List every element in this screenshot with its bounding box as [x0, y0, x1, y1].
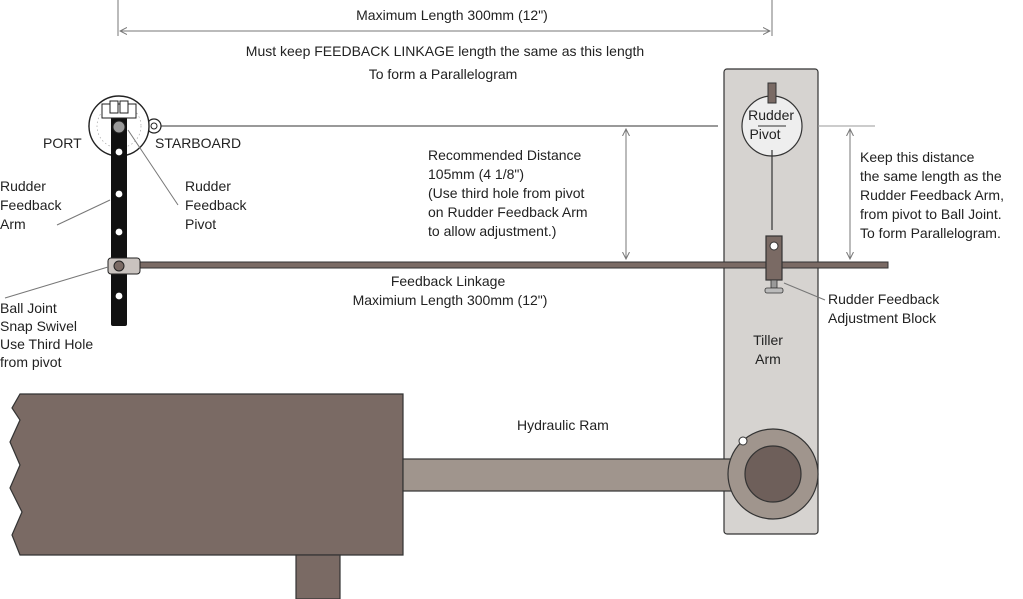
ball-joint	[107, 257, 141, 275]
leader-feedback-arm	[56, 199, 111, 226]
adjustment-block	[764, 235, 784, 294]
port-label: PORT	[43, 135, 82, 151]
ram-eye-hole	[738, 436, 748, 446]
ram-foot	[295, 554, 341, 599]
top-dimension: Maximum Length 300mm (12") Must keep FEE…	[117, 0, 773, 82]
ram-cylinder	[9, 393, 404, 556]
arm-hole	[115, 148, 123, 156]
adjustment-block-label: Rudder Feedback Adjustment Block	[828, 291, 943, 326]
ram-eye-inner	[744, 445, 802, 503]
tiller-arm-label: Tiller Arm	[753, 332, 787, 367]
keep-distance-label: Keep this distance the same length as th…	[860, 149, 1008, 241]
parallelogram-label: To form a Parallelogram	[369, 66, 518, 82]
arm-hole	[115, 228, 123, 236]
keep-same-label: Must keep FEEDBACK LINKAGE length the sa…	[246, 43, 644, 59]
leader-feedback-pivot	[127, 129, 179, 206]
ram-rod	[402, 458, 734, 492]
recommended-distance-label: Recommended Distance 105mm (4 1/8") (Use…	[428, 147, 591, 239]
feedback-linkage-label: Feedback Linkage Maximium Length 300mm (…	[353, 273, 548, 308]
arm-clamp	[101, 103, 137, 119]
rudder-pivot-key	[767, 82, 777, 104]
hydraulic-ram	[9, 393, 819, 599]
arm-clamp-tab	[109, 100, 119, 114]
rudder-feedback-pivot-label: Rudder Feedback Pivot	[185, 178, 250, 232]
arm-clamp-tab	[119, 100, 129, 114]
arm-hole	[115, 190, 123, 198]
leader-adjustment-block	[783, 282, 826, 301]
tiller-arm	[723, 68, 819, 535]
leader-ball-joint	[4, 266, 109, 299]
rudder-pivot-label: Rudder Pivot	[748, 107, 798, 142]
arm-hole	[115, 292, 123, 300]
starboard-label: STARBOARD	[155, 135, 241, 151]
ball-joint-label: Ball Joint Snap Swivel Use Third Hole fr…	[0, 300, 97, 370]
hydraulic-ram-label: Hydraulic Ram	[517, 417, 609, 433]
feedback-pivot-boss	[112, 120, 126, 134]
max-length-top-label: Maximum Length 300mm (12")	[356, 7, 548, 23]
rudder-feedback-arm-label: Rudder Feedback Arm	[0, 178, 65, 232]
